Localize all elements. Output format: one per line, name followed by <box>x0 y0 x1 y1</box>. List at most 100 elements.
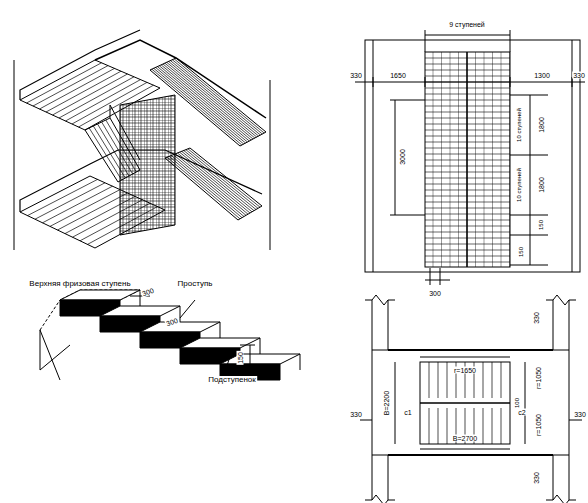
step-line <box>425 214 510 215</box>
slat-line <box>173 155 246 216</box>
step-line <box>492 408 493 444</box>
grid-line <box>450 52 451 267</box>
slat-line <box>186 150 258 209</box>
grid-line <box>441 52 442 267</box>
step-line <box>425 166 510 167</box>
dimension-label: 1800 <box>538 176 545 194</box>
step-line <box>483 408 484 444</box>
step-edge <box>300 354 301 370</box>
step-edge <box>220 322 221 338</box>
text-label: r=1650 <box>453 367 477 374</box>
step-line <box>425 250 510 251</box>
text-label: c2 <box>517 409 526 416</box>
slat-line <box>59 77 134 118</box>
slat-line <box>88 207 158 245</box>
slat-line <box>157 67 247 142</box>
dimension-label: 300 <box>428 290 442 297</box>
slat-line <box>159 66 249 141</box>
step-line <box>501 408 502 444</box>
step-line <box>492 362 493 398</box>
step-line <box>425 136 510 137</box>
slat-line <box>66 80 141 121</box>
step-edge <box>180 306 181 322</box>
step-line <box>425 172 510 173</box>
dimension-label: 150 <box>538 219 544 231</box>
slat-line <box>175 154 248 214</box>
tread <box>60 290 140 300</box>
isometric-view <box>14 30 270 250</box>
slat-line <box>184 151 256 210</box>
slat-line <box>102 122 133 174</box>
text-label: 9 ступеней <box>448 21 485 28</box>
step-line <box>425 208 510 209</box>
slat-line <box>80 203 150 241</box>
slat-line <box>40 68 115 109</box>
step-line <box>425 160 510 161</box>
step-line <box>425 226 510 227</box>
step-line <box>425 202 510 203</box>
step-line <box>425 232 510 233</box>
grid-line <box>509 52 510 267</box>
slat-line <box>106 120 136 172</box>
step-line <box>425 124 510 125</box>
slat-line <box>58 193 128 230</box>
dimension-label: 100 <box>514 397 520 409</box>
step-line <box>425 256 510 257</box>
step-line <box>425 148 510 149</box>
step-line <box>425 76 510 77</box>
slat-line <box>98 124 130 176</box>
step-line <box>425 142 510 143</box>
tread <box>180 338 260 348</box>
slat-line <box>152 69 242 145</box>
slat-line <box>163 64 253 139</box>
slat-line <box>93 126 125 178</box>
text-label: Проступь <box>177 280 214 288</box>
step-line <box>483 362 484 398</box>
text-label: 10 ступеней <box>516 107 522 143</box>
tread <box>100 306 180 316</box>
slat-line <box>154 68 244 144</box>
slat-line <box>169 61 259 136</box>
dimension-label: 330 <box>533 471 540 485</box>
dimension-label: 330 <box>572 72 586 79</box>
step-line <box>425 64 510 65</box>
text-label: Подступенок <box>207 376 257 384</box>
text-label: 10 ступеней <box>516 167 522 203</box>
text-label: Верхняя фризовая ступень <box>28 280 131 288</box>
text-label: c1 <box>403 409 412 416</box>
slat-line <box>79 85 154 127</box>
grid-line <box>501 52 502 267</box>
section-plan <box>355 30 585 285</box>
step-line <box>447 408 448 444</box>
dimension-label: 150 <box>237 351 244 365</box>
slat-line <box>46 71 121 112</box>
slat-line <box>174 59 264 133</box>
grid-line <box>433 52 434 267</box>
step-line <box>425 106 510 107</box>
slat-line <box>182 151 254 210</box>
step-line <box>425 118 510 119</box>
slat-line <box>188 149 260 207</box>
slat-line <box>178 153 251 213</box>
step-line <box>429 408 430 444</box>
floor-plan <box>360 295 582 503</box>
step-line <box>425 154 510 155</box>
slat-line <box>161 65 251 140</box>
grid-line <box>492 52 493 267</box>
step-line <box>425 112 510 113</box>
tread <box>220 354 300 364</box>
step-line <box>425 238 510 239</box>
step-line <box>447 362 448 398</box>
tread <box>140 322 220 332</box>
dimension-label: 330 <box>349 72 363 79</box>
slat-line <box>65 196 135 233</box>
slat-line <box>43 186 113 223</box>
text-label: r=1050 <box>535 413 542 437</box>
step-line <box>425 58 510 59</box>
slat-line <box>73 200 143 237</box>
grid-line <box>484 52 485 267</box>
step-line <box>425 196 510 197</box>
step-line <box>438 362 439 398</box>
